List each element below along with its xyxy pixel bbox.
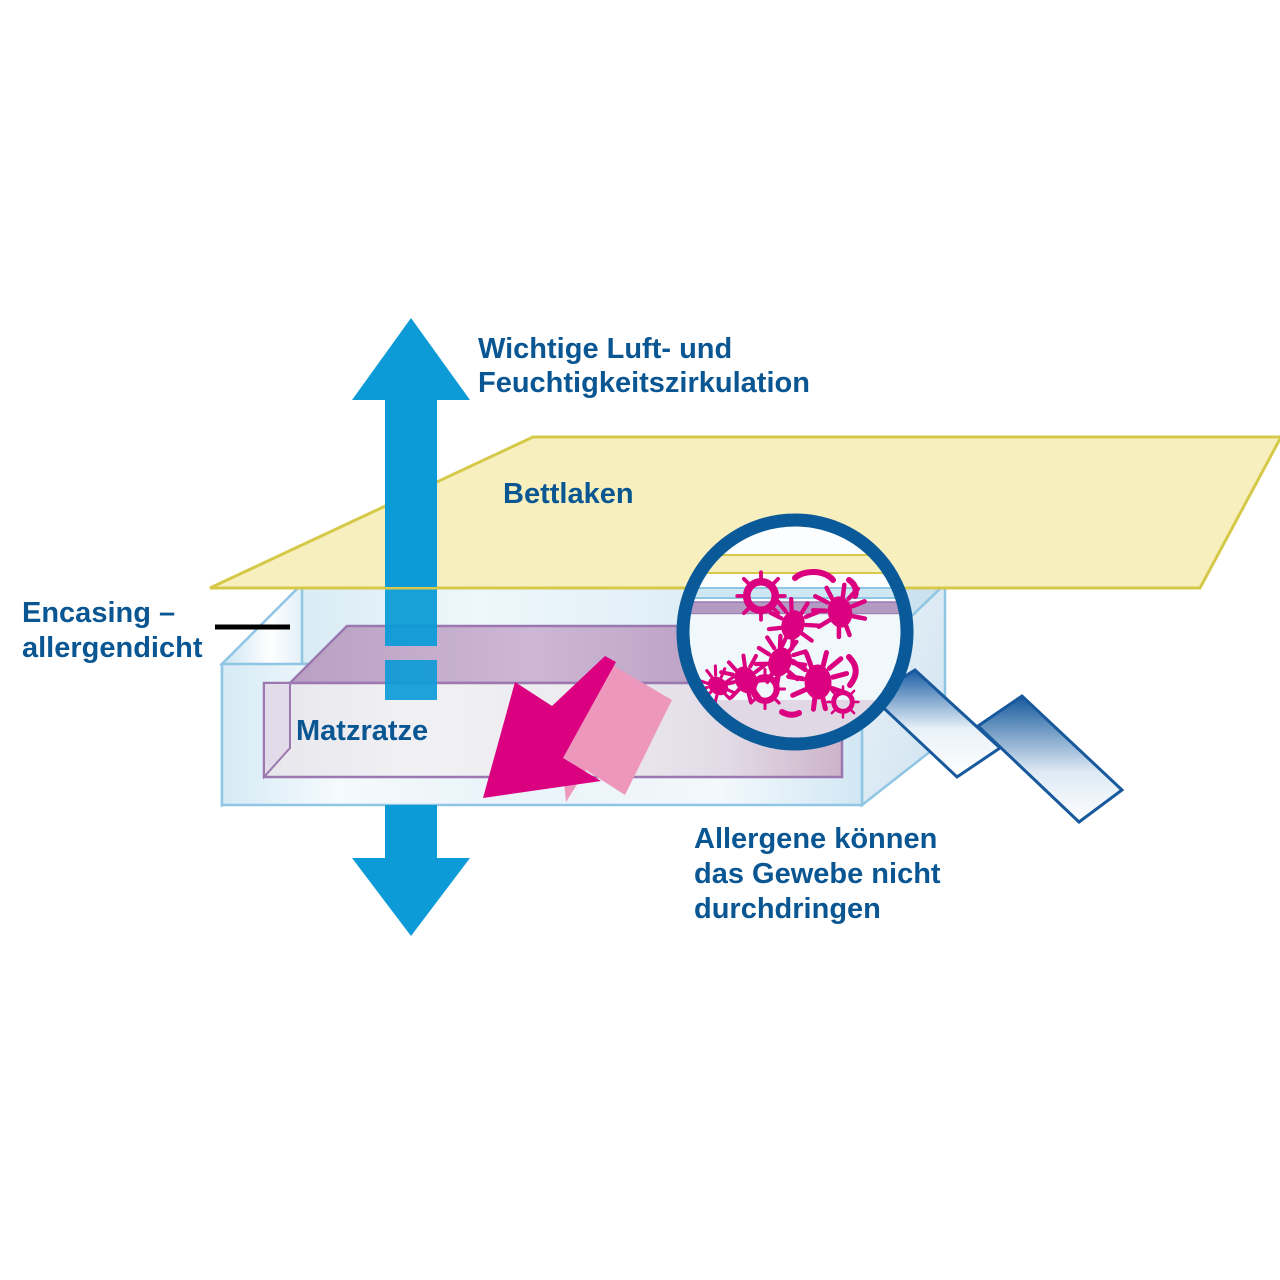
- mattress-label: Matzratze: [296, 715, 428, 747]
- allergen-arrow-group: [483, 656, 672, 802]
- label-encasing: Encasing – allergendicht: [22, 597, 203, 664]
- magnifier-handle-segment-2: [975, 694, 1125, 824]
- label-airflow: Wichtige Luft- und Feuchtigkeitszirkulat…: [478, 333, 810, 399]
- allergen-fragment: [846, 654, 859, 688]
- mattress-left-face: [263, 682, 291, 780]
- bed-sheet: [209, 435, 1280, 590]
- allergen-fragment: [792, 569, 836, 583]
- allergens-label-line3: durchdringen: [694, 893, 881, 925]
- bed-sheet-plane: [209, 435, 1280, 590]
- allergens-label-line2: das Gewebe nicht: [694, 858, 941, 890]
- magnifier-rim: [676, 513, 914, 751]
- magnifier: [676, 513, 1125, 824]
- magnifier-handle: [869, 668, 1125, 824]
- allergen-particles: [691, 569, 870, 718]
- airflow-label-line1: Wichtige Luft- und: [478, 333, 732, 365]
- down-arrow: [352, 805, 470, 936]
- up-arrow-shaft-through-mattress: [385, 660, 437, 700]
- allergen-fragment: [779, 709, 802, 718]
- magnified-sheet-band: [683, 554, 907, 574]
- up-arrow-shaft-through-encasing: [385, 584, 437, 646]
- airflow-label-line2: Feuchtigkeitszirkulation: [478, 367, 810, 399]
- encasing-label-line2: allergendicht: [22, 632, 203, 664]
- sheet-label: Bettlaken: [503, 478, 634, 510]
- label-allergens: Allergene können das Gewebe nicht durchd…: [694, 823, 941, 925]
- allergen-fragment: [846, 577, 859, 599]
- allergens-label-line1: Allergene können: [694, 823, 937, 855]
- encasing-label-line1: Encasing –: [22, 597, 175, 629]
- up-arrow-shaft-over-sheet: [385, 437, 437, 587]
- magnified-encasing-band: [683, 587, 907, 599]
- allergen-arrow-bold: [483, 656, 616, 798]
